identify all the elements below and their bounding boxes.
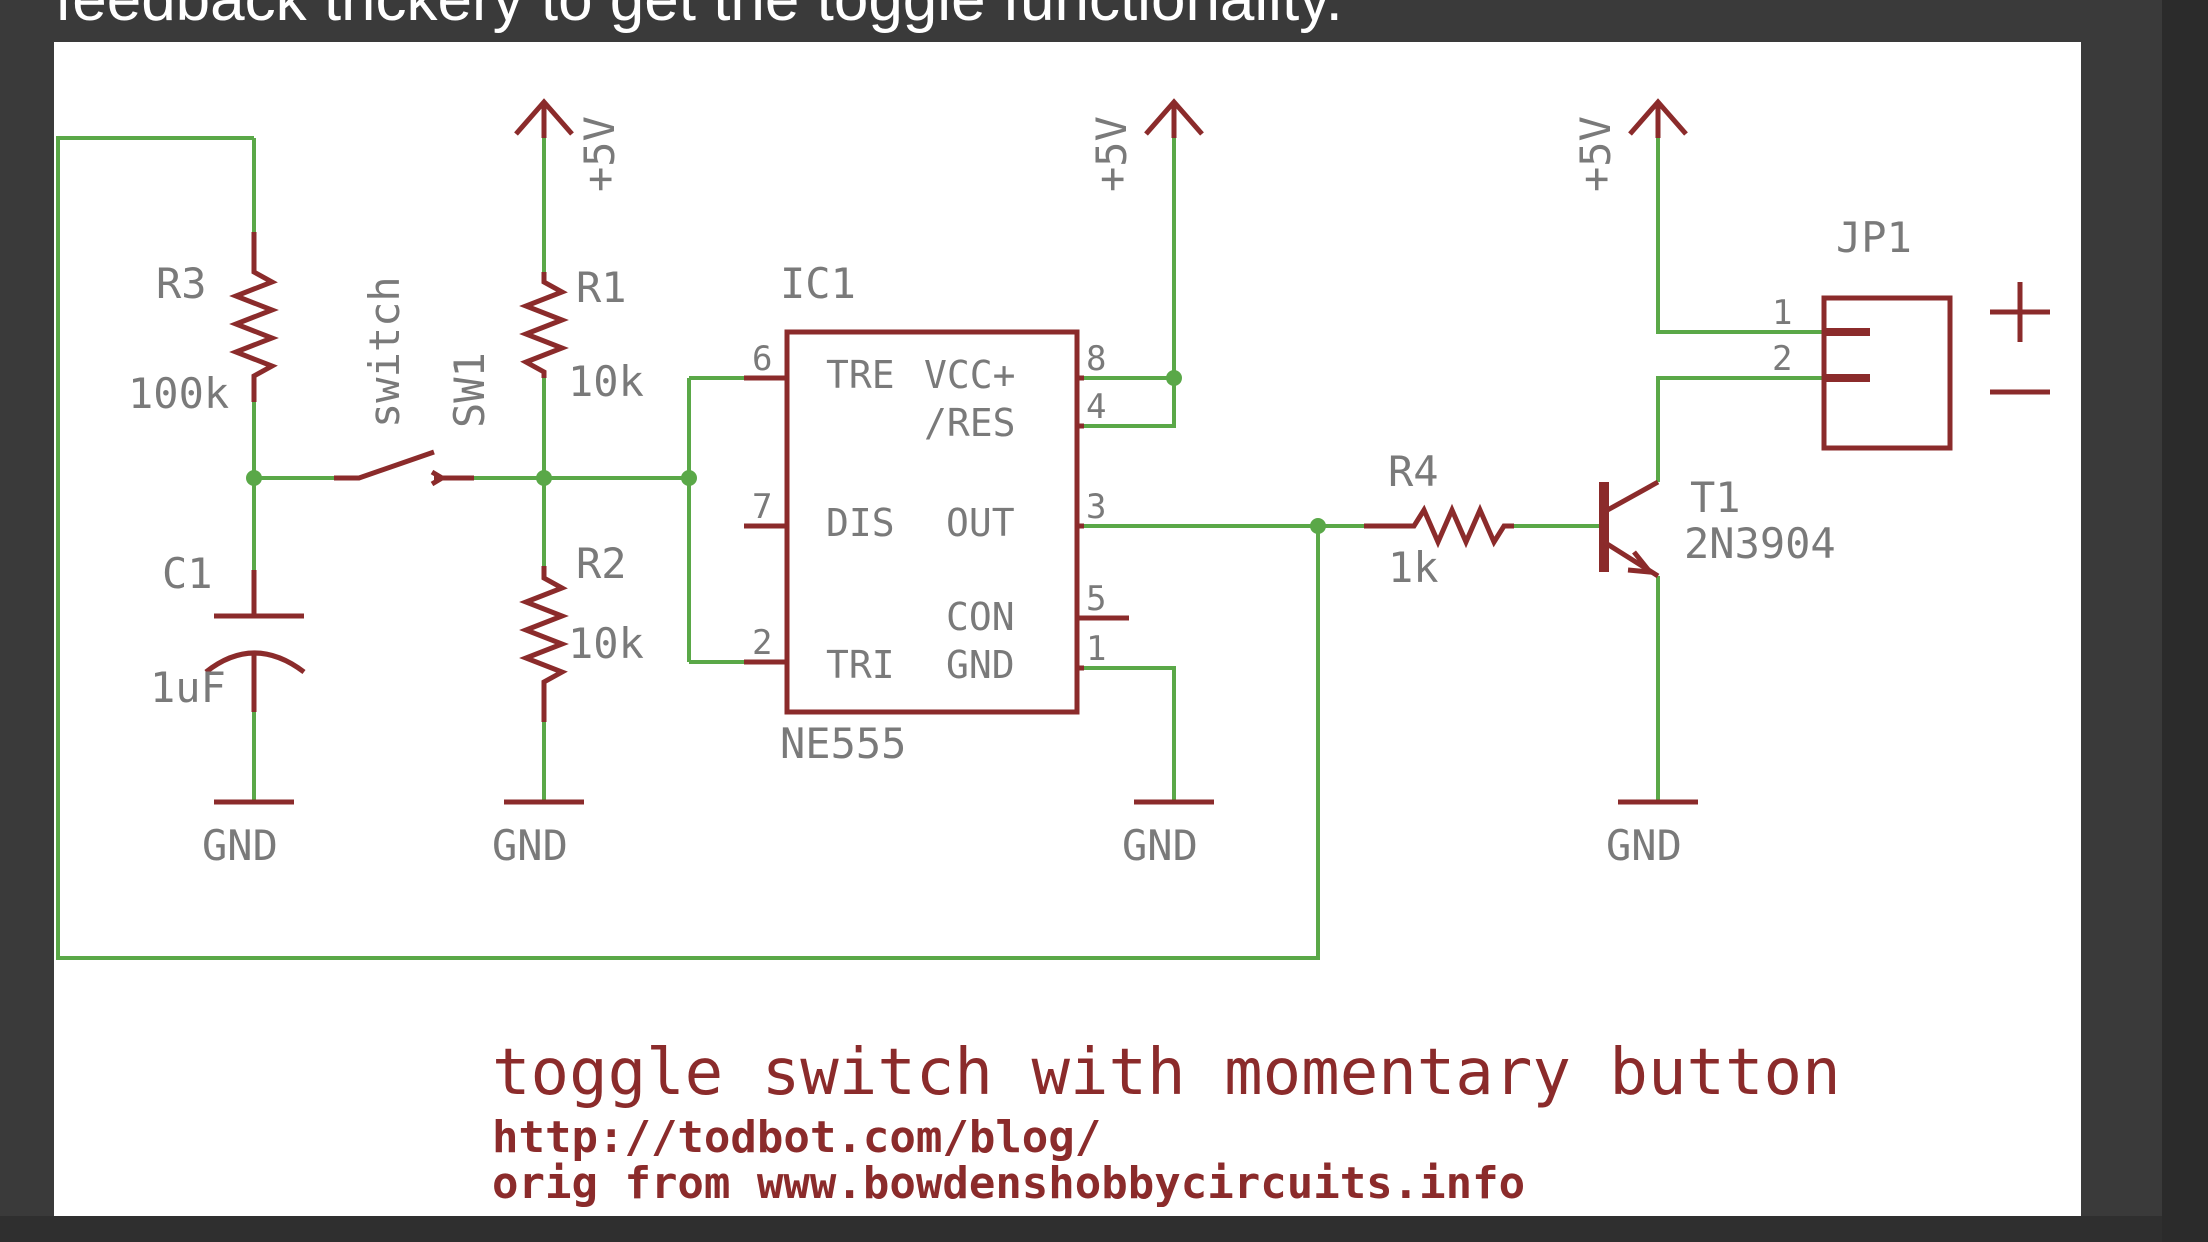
pin-7-num: 7 [752,487,772,527]
jp1-pin2-num: 2 [1772,339,1792,379]
plus-sign [1990,282,2050,342]
vcc-arrow-mid [1144,98,1204,138]
vcc-arrow-left [514,98,574,138]
ic1-body [784,329,1080,715]
junction-dots [246,370,1326,534]
r4-value: 1k [1388,543,1439,592]
pin-1-num: 1 [1086,629,1106,669]
pin-8-num: 8 [1086,339,1106,379]
pin-dis: DIS [826,501,895,545]
bottom-bar [0,1216,2162,1242]
c1-label: C1 [162,549,213,598]
sw1-label: SW1 [445,352,494,428]
caption-title: toggle switch with momentary button [492,1036,1841,1110]
r2-label: R2 [576,539,627,588]
t1-label: T1 [1690,473,1741,522]
t1-part: 2N3904 [1684,519,1836,568]
gnd-label-4: GND [1606,821,1682,870]
pin-gnd: GND [946,643,1015,687]
r2-resistor [519,566,569,722]
vcc-label-mid: +5V [1087,116,1136,192]
gnd-label-1: GND [202,821,278,870]
ic-part-label: NE555 [780,719,906,768]
pin-5-num: 5 [1086,579,1106,619]
schematic-background [54,42,2081,1216]
pin-con: CON [946,595,1015,639]
pin-vcc: VCC+ [924,353,1016,397]
gnd-label-2: GND [492,821,568,870]
pin-tre: TRE [826,353,895,397]
pin-out: OUT [946,501,1015,545]
jp1-pin1-num: 1 [1772,293,1792,333]
r1-label: R1 [576,263,627,312]
pin-4-num: 4 [1086,387,1106,427]
caption-url: http://todbot.com/blog/ [492,1112,1101,1163]
components [204,98,2050,805]
r1-value: 10k [568,357,644,406]
c1-value: 1uF [150,663,226,712]
pin-2-num: 2 [752,623,772,663]
r3-value: 100k [128,369,229,418]
gnd-label-3: GND [1122,821,1198,870]
vcc-label-right: +5V [1571,116,1620,192]
pin-3-num: 3 [1086,487,1106,527]
vcc-label-left: +5V [575,116,624,192]
schematic-image: R3 100k switch SW1 R1 10k R2 10k C1 1uF … [54,42,2081,1221]
article-text-line: feedback trickery to get the toggle func… [55,0,1343,35]
r3-label: R3 [156,259,207,308]
pin-tri: TRI [826,643,895,687]
vcc-arrow-right [1628,98,1688,138]
jp1-connector [1821,295,1953,451]
r2-value: 10k [568,619,644,668]
r4-label: R4 [1388,447,1439,496]
ic1-label: IC1 [780,259,856,308]
r1-resistor [519,272,569,378]
pin-res: /RES [924,401,1016,445]
scrollbar-track[interactable] [2162,0,2208,1242]
caption-orig: orig from www.bowdenshobbycircuits.info [492,1158,1525,1209]
r3-resistor [229,232,279,402]
r4-resistor [1364,503,1514,549]
jp1-label: JP1 [1836,213,1912,262]
switch-label: switch [360,276,409,428]
pin-6-num: 6 [752,339,772,379]
